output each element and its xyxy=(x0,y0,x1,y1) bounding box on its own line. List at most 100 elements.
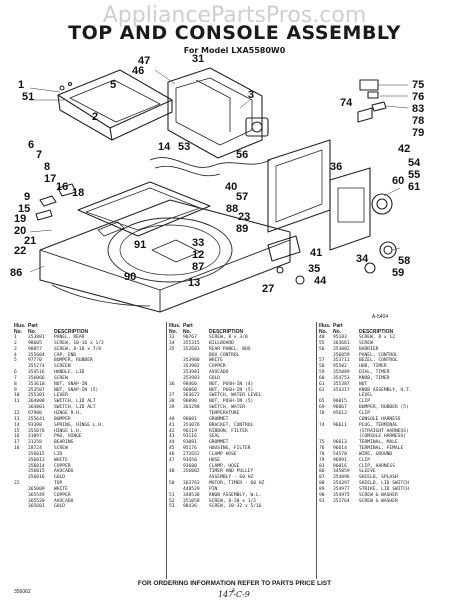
table-row: (STRAIGHT HARNESS) xyxy=(319,429,467,435)
illus-no-cell: 36 xyxy=(169,381,175,387)
part-no-cell: 93680 xyxy=(183,463,197,469)
illus-no-cell: 59 xyxy=(319,370,325,376)
callout-42: 42 xyxy=(398,143,410,155)
part-no-cell: 272652 xyxy=(183,451,200,457)
table-row: CONSOLE HARNESS xyxy=(319,417,467,423)
callout-8: 8 xyxy=(44,161,50,173)
description-cell: GOLD xyxy=(209,375,221,381)
illus-no-cell: 16 xyxy=(14,434,20,440)
callout-22: 22 xyxy=(14,245,26,257)
part-no-cell: 353618 xyxy=(28,381,45,387)
illus-no-cell: 42 xyxy=(169,428,175,434)
part-no-cell: 96081 xyxy=(183,416,197,422)
callout-15: 15 xyxy=(18,203,30,215)
control-bezel-drawing xyxy=(329,167,371,251)
timer-knob-drawing xyxy=(371,193,393,215)
part-no-cell: 31097 xyxy=(28,434,42,440)
part-no-cell: 90767 xyxy=(183,335,197,340)
callout-40: 40 xyxy=(225,181,237,193)
description-cell: SCREW, 8 x 3/8 xyxy=(209,335,248,340)
description-cell: GOLD xyxy=(54,475,66,481)
part-no-cell: 355076 xyxy=(28,428,45,434)
illus-no-cell: 41 xyxy=(169,422,175,428)
callout-51: 51 xyxy=(22,91,34,103)
illus-no-cell: 58 xyxy=(319,364,325,370)
part-no-cell: 353982 xyxy=(183,364,200,370)
illus-no-cell: 12 xyxy=(14,410,20,416)
illus-no-cell: 39 xyxy=(169,405,175,411)
callout-78: 78 xyxy=(412,115,424,127)
illus-no-cell: 65 xyxy=(319,399,325,405)
illus-no-cell: 9 xyxy=(14,387,17,393)
control-panel-drawing xyxy=(267,139,331,233)
part-no-cell: 356014 xyxy=(28,463,45,469)
description-cell: PANEL, REAR xyxy=(54,335,85,340)
callout-34: 34 xyxy=(356,253,369,265)
description-cell: PANEL, CONTROL xyxy=(359,352,398,358)
description-cell: SCREW xyxy=(54,375,68,381)
part-no-cell: 98460 xyxy=(183,381,197,387)
description-cell: TIMER AND PULLEY xyxy=(209,469,254,475)
description-cell: NUT, SNAP-IN xyxy=(54,381,88,387)
part-no-cell: 354977 xyxy=(333,486,350,492)
part-no-cell: 95612 xyxy=(333,410,347,416)
illus-no-cell: 7 xyxy=(14,375,17,381)
illus-no-cell: 90 xyxy=(319,492,325,498)
callout-9: 9 xyxy=(24,191,30,203)
part-no-cell: 96991 xyxy=(333,457,347,463)
description-cell: KNOB, TIMER xyxy=(359,375,390,381)
illus-no-cell: 57 xyxy=(319,358,325,364)
callout-1: 1 xyxy=(18,79,24,91)
part-no-cell: 355274 xyxy=(28,364,45,370)
callout-16: 16 xyxy=(56,181,68,193)
part-no-cell: 93081 xyxy=(183,440,197,446)
table-row: BOX CONTROL xyxy=(169,353,317,359)
description-cell: NUT, SNAP-IN (5) xyxy=(54,387,99,393)
table-header: Illus.Part No.No.DESCRIPTION xyxy=(169,323,244,335)
description-cell: SCREW, 8-18 x 7/8 xyxy=(54,346,102,352)
description-cell: LEVEL xyxy=(359,393,373,399)
table-header: Illus.Part No.No.DESCRIPTION xyxy=(14,323,89,335)
callout-88: 88 xyxy=(226,203,238,215)
part-no-cell: 355315 xyxy=(183,340,200,346)
description-cell: STRIKE, LID SWITCH xyxy=(359,486,409,492)
callout-17: 17 xyxy=(44,173,56,185)
description-cell: SHIELD, LID SWITCH xyxy=(359,481,409,487)
callout-41: 41 xyxy=(310,247,322,259)
illus-no-cell: 55 xyxy=(319,340,325,346)
part-no-cell: 345059 xyxy=(333,469,350,475)
part-no-cell: 356016 xyxy=(28,475,45,481)
callout-57: 57 xyxy=(236,191,248,203)
illus-no-cell: 45 xyxy=(169,446,175,452)
illus-no-cell: 34 xyxy=(169,340,175,346)
part-no-cell: 97980 xyxy=(28,410,42,416)
callout-5: 5 xyxy=(110,79,116,91)
description-cell: RIBBON, FILTER xyxy=(209,428,248,434)
callout-56: 56 xyxy=(236,149,248,161)
part-no-cell: 448529 xyxy=(183,486,200,492)
